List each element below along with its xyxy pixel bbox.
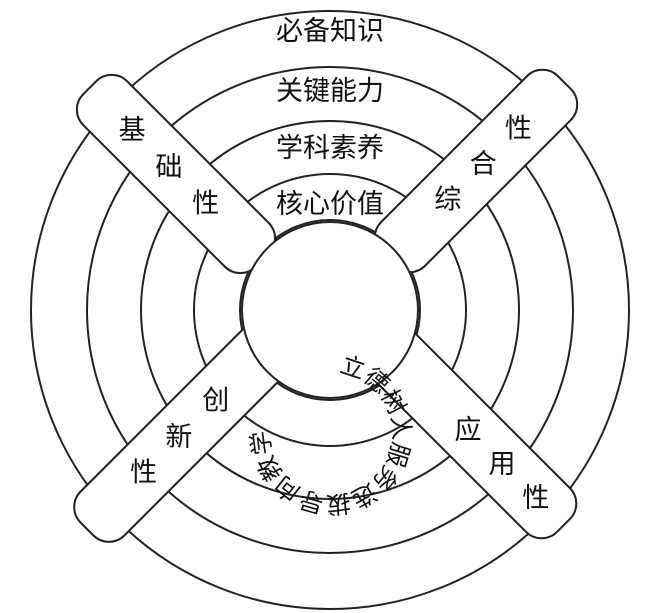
- band-applied: 应 用 性: [358, 320, 578, 540]
- band-char: 性: [192, 189, 219, 220]
- band-char: 合: [470, 149, 497, 180]
- band-char: 础: [155, 152, 182, 183]
- center-circle: [239, 219, 421, 401]
- band-foundational: 基 础 性: [75, 73, 277, 275]
- ring-2: [86, 66, 574, 554]
- band-char: 性: [130, 457, 157, 488]
- band-char: 新: [165, 422, 192, 453]
- band-char: 性: [505, 114, 532, 145]
- band-char: 综: [434, 184, 461, 215]
- center-disc: [241, 221, 419, 399]
- ring-label-ability: 关键能力: [276, 76, 384, 107]
- band-comprehensive: 综 合 性: [373, 68, 579, 274]
- ring-3: [140, 120, 520, 500]
- band-char: 创: [202, 385, 229, 416]
- band-char: 用: [488, 449, 515, 480]
- ring-4: [193, 173, 467, 447]
- ring-label-knowledge: 必备知识: [276, 16, 384, 47]
- ring-label-literacy: 学科素养: [276, 133, 384, 164]
- band-char: 基: [119, 115, 146, 146]
- outer-ring: [30, 10, 630, 610]
- band-char: 应: [455, 415, 482, 446]
- ring-label-value: 核心价值: [276, 189, 384, 220]
- band-char: 性: [522, 483, 549, 514]
